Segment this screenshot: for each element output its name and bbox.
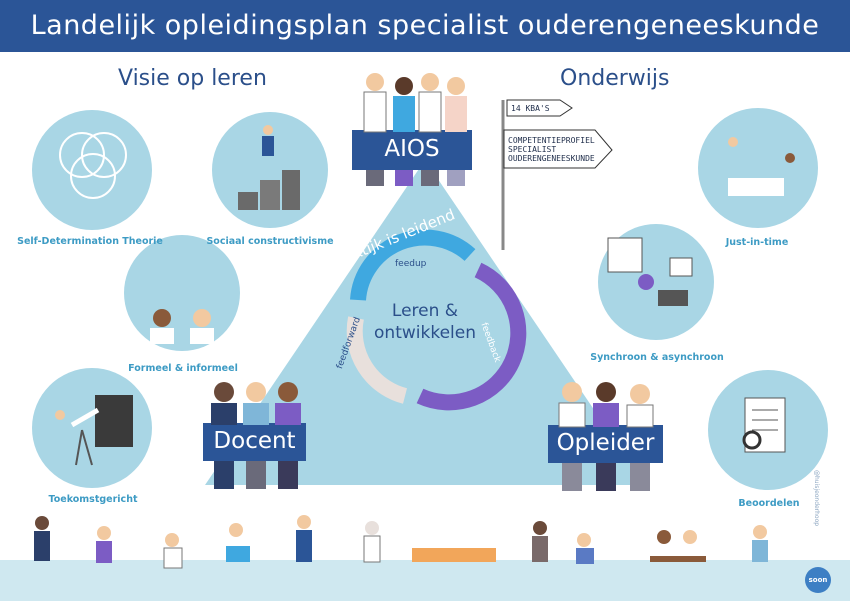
heading-visie: Visie op leren [118,66,267,91]
care-scene-icon [728,137,795,196]
docent-sign [203,423,306,461]
ground-strip [0,560,850,601]
signpost [501,99,613,250]
feedup-arc [350,229,476,301]
signpost-kbas: 14 KBA'S [511,104,550,113]
aios-label: AIOS [384,136,440,162]
opleider-sign [548,425,663,463]
cycle-center-line-1: Leren & [391,301,459,321]
triangle [205,160,645,485]
signpost-line-2: SPECIALIST [508,145,557,154]
opleider-group [558,382,654,491]
page-title: Landelijk opleidingsplan specialist oude… [30,10,820,41]
docent-label: Docent [213,428,296,454]
laptop-user-icon [607,237,693,306]
illustrator-credit: @huisjeonderhoop [813,470,820,527]
heading-onderwijs: Onderwijs [560,66,670,91]
cycle-center-line-2: ontwikkelen [374,323,476,343]
telescope-blackboard-icon [55,395,133,466]
caption-self-determination: Self-Determination Theorie [17,236,163,247]
aios-sign [352,130,472,170]
checklist-icon [742,397,786,453]
feedback-arc [416,262,527,411]
circle-self-determination [32,110,152,230]
soon-logo: soon [805,567,831,593]
books-stairs-icon [238,125,300,210]
caption-beoordelen: Beoordelen [738,498,800,509]
caption-synchroon: Synchroon & asynchroon [590,352,724,363]
feedup-label: feedup [395,259,427,269]
signpost-line-3: OUDERENGENEESKUNDE [508,154,595,163]
cycle-center: Leren & ontwikkelen [355,300,495,344]
title-bar [0,0,850,52]
signpost-line-1: COMPETENTIEPROFIEL [508,136,595,145]
elderly-people-row [34,515,768,569]
opleider-label: Opleider [556,430,655,456]
circle-toekomstgericht [32,368,152,488]
caption-toekomstgericht: Toekomstgericht [48,494,138,505]
venn-icon [59,132,127,199]
caption-sociaal-constructivisme: Sociaal constructivisme [206,236,334,247]
circle-just-in-time [698,108,818,228]
caption-just-in-time: Just-in-time [725,237,789,248]
aios-group [363,73,467,186]
docent-group [211,382,301,489]
caption-formeel-informeel: Formeel & informeel [128,363,238,374]
people-talking-icon [150,309,214,344]
feedforward-arc [346,316,408,404]
circle-formeel-informeel [124,235,240,351]
